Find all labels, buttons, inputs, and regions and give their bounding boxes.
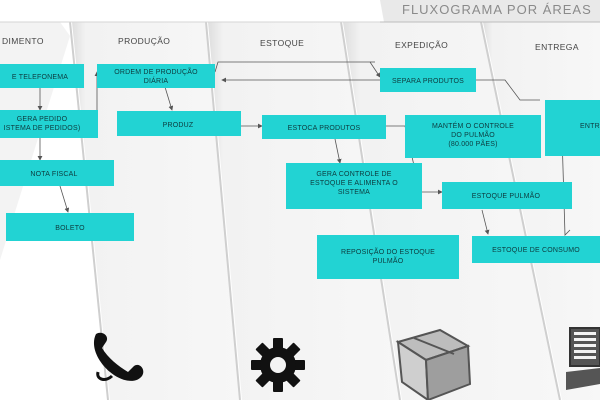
box-label: ESTOCA PRODUTOS xyxy=(288,125,361,132)
box-label-line: (80.000 PÃES) xyxy=(448,139,497,148)
lane-divider xyxy=(340,21,401,400)
box-label-line: PULMÃO xyxy=(373,256,404,265)
box-entrega[interactable]: ENTR xyxy=(545,100,600,156)
lane-divider xyxy=(480,21,561,400)
process-boxes: E TELEFONEMA GERA PEDIDO ISTEMA DE PEDIDO… xyxy=(0,64,600,279)
box-label-line: PRODUZ xyxy=(163,122,194,129)
box-label-line: GERA PEDIDO xyxy=(17,116,68,123)
box-label-line: E TELEFONEMA xyxy=(12,74,68,81)
connector-ordem-produz xyxy=(164,86,174,111)
box-label-line: ESTOQUE E ALIMENTA O xyxy=(310,180,398,187)
connector-estoca-gera xyxy=(334,138,342,164)
laptop-icon xyxy=(566,327,600,390)
connector-nota-boleto xyxy=(59,185,70,213)
box-label: ESTOQUE DE CONSUMO xyxy=(492,247,580,254)
box-label-line: REPOSIÇÃO DO ESTOQUE xyxy=(341,247,435,256)
lane-title-estoque: ESTOQUE xyxy=(260,38,304,48)
box-label: NOTA FISCAL xyxy=(30,171,77,178)
banner-title: FLUXOGRAMA POR ÁREAS xyxy=(402,2,592,17)
box-label: ENTR xyxy=(580,123,600,130)
box-estoca-produtos[interactable]: ESTOCA PRODUTOS xyxy=(262,115,386,139)
box-gera-pedido[interactable]: GERA PEDIDO ISTEMA DE PEDIDOS) xyxy=(0,110,98,138)
box-label: GERA PEDIDO ISTEMA DE PEDIDOS) xyxy=(4,116,81,132)
box-telefonema[interactable]: E TELEFONEMA xyxy=(0,64,84,88)
box-label-line: ISTEMA DE PEDIDOS) xyxy=(4,125,81,132)
connector-pulmao-consumo xyxy=(481,209,490,235)
box-label-line: DO PULMÃO xyxy=(451,130,495,139)
telephone-icon xyxy=(93,332,144,381)
box-label: PRODUZ xyxy=(163,122,194,129)
box-label: SEPARA PRODUTOS xyxy=(392,78,464,85)
lane-title-entrega: ENTREGA xyxy=(535,42,579,52)
connector-estoca-pulmao xyxy=(386,125,443,195)
box-label-line: ORDEM DE PRODUÇÃO xyxy=(114,67,198,76)
box-boleto[interactable]: BOLETO xyxy=(6,213,134,241)
box-estoque-pulmao[interactable]: ESTOQUE PULMÃO xyxy=(442,182,572,209)
box-nota-fiscal[interactable]: NOTA FISCAL xyxy=(0,160,114,186)
gear-icon xyxy=(251,338,305,392)
connector-top-separa xyxy=(214,61,381,78)
box-separa-produtos[interactable]: SEPARA PRODUTOS xyxy=(380,68,476,92)
lane-title-expedicao: EXPEDIÇÃO xyxy=(395,40,448,50)
box-label-line: ESTOQUE PULMÃO xyxy=(472,191,541,200)
lane-title-producao: PRODUÇÃO xyxy=(118,36,170,46)
box-label-line: MANTÉM O CONTROLE xyxy=(432,121,514,130)
box-label-line: NOTA FISCAL xyxy=(30,171,77,178)
box-label-line: ESTOCA PRODUTOS xyxy=(288,125,361,132)
box-label-line: SEPARA PRODUTOS xyxy=(392,78,464,85)
box-label-line: ESTOQUE DE CONSUMO xyxy=(492,247,580,254)
lane-title-atendimento: DIMENTO xyxy=(2,36,44,46)
swimlanes xyxy=(0,21,600,400)
box-label: E TELEFONEMA xyxy=(12,74,68,81)
box-produz[interactable]: PRODUZ xyxy=(117,111,241,136)
box-icon xyxy=(395,328,472,400)
box-label: GERA CONTROLE DE ESTOQUE E ALIMENTA O SIST… xyxy=(310,171,398,196)
lane-expedicao xyxy=(343,22,560,400)
connector-separa-entrega xyxy=(475,79,540,101)
box-estoque-consumo[interactable]: ESTOQUE DE CONSUMO xyxy=(472,236,600,263)
box-label: BOLETO xyxy=(55,225,85,232)
lane-titles: DIMENTO PRODUÇÃO ESTOQUE EXPEDIÇÃO ENTRE… xyxy=(2,36,579,52)
title-banner: FLUXOGRAMA POR ÁREAS xyxy=(380,0,600,23)
box-label-line: GERA CONTROLE DE xyxy=(316,171,391,178)
box-label: ESTOQUE PULMÃO xyxy=(472,191,541,200)
box-label-line: BOLETO xyxy=(55,225,85,232)
box-label-line: ENTR xyxy=(580,123,600,130)
box-gera-controle[interactable]: GERA CONTROLE DE ESTOQUE E ALIMENTA O SIST… xyxy=(286,163,422,209)
box-label-line: SISTEMA xyxy=(338,189,370,196)
box-label-line: DIÁRIA xyxy=(144,76,169,85)
